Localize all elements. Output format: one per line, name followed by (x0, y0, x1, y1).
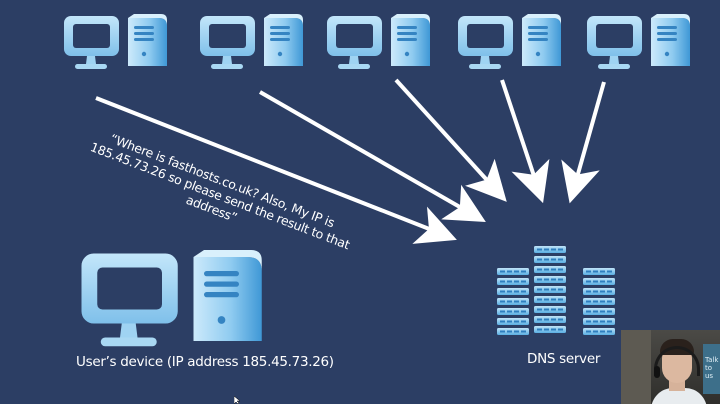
arrow-client-4 (500, 79, 550, 204)
dns-server-cluster (497, 246, 615, 335)
client-computer-1 (64, 14, 167, 69)
client-computer-3 (327, 14, 430, 69)
dns-server-label: DNS server (527, 351, 601, 367)
client-computer-5 (587, 14, 690, 69)
arrow-user-request (95, 96, 457, 244)
arrow-client-3 (394, 78, 507, 202)
client-computer-4 (458, 14, 561, 69)
user-device-computer (81, 250, 262, 347)
request-arrows (95, 78, 606, 244)
arrow-client-5 (561, 81, 606, 204)
arrow-client-2 (259, 90, 486, 222)
presenter-webcam-overlay: Talk to us (621, 330, 720, 404)
webcam-poster-text: Talk to us (705, 356, 719, 380)
webcam-poster: Talk to us (703, 344, 720, 394)
headset-icon (654, 346, 700, 376)
user-device-label: User’s device (IP address 185.45.73.26) (76, 354, 334, 370)
mouse-cursor-icon (234, 396, 241, 404)
client-computer-2 (200, 14, 303, 69)
